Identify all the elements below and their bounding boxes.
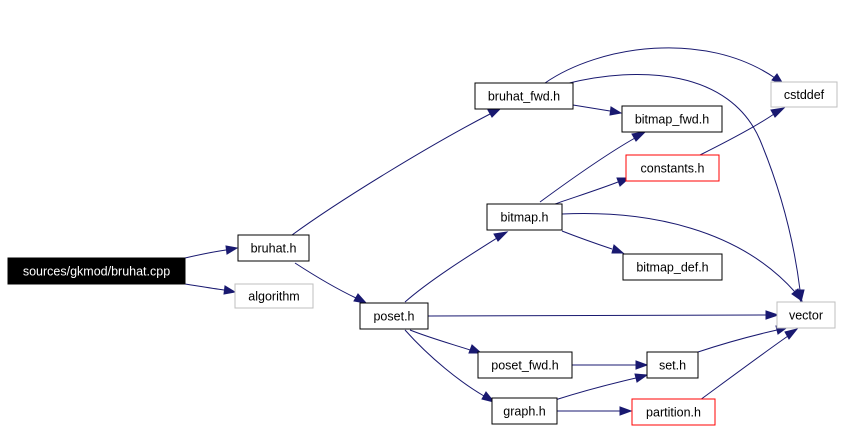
edge-poset-h-to-poset-fwd-h-arrow	[468, 344, 483, 354]
edge-bitmap-h-to-bitmap-fwd-h	[539, 137, 636, 203]
edge-poset-h-to-bitmap-h	[404, 237, 498, 303]
nodes: sources/gkmod/bruhat.cpp bruhat.h algori…	[7, 81, 838, 426]
edge-poset-h-to-graph-h-arrow	[481, 391, 496, 403]
edge-poset-h-to-graph-h	[404, 329, 485, 397]
node-bruhat-fwd-h[interactable]: bruhat_fwd.h	[474, 82, 574, 110]
node-cstddef[interactable]: cstddef	[770, 81, 838, 108]
edge-bruhat-h-to-poset-h	[294, 262, 357, 299]
edge-bruhat-fwd-h-to-cstddef	[544, 47, 776, 84]
node-poset-fwd-h[interactable]: poset_fwd.h	[477, 351, 573, 379]
edge-constants-h-to-cstddef-arrow	[770, 107, 786, 118]
edge-bruhat-h-to-bruhat-fwd-h	[291, 113, 491, 236]
node-label-poset-fwd-h: poset_fwd.h	[491, 359, 558, 373]
node-label-graph-h: graph.h	[503, 405, 545, 419]
node-bitmap-h[interactable]: bitmap.h	[486, 203, 563, 231]
node-bitmap-def-h[interactable]: bitmap_def.h	[622, 253, 723, 281]
edge-root-to-algorithm-arrow	[223, 285, 237, 295]
edges	[184, 47, 805, 416]
edge-bitmap-h-to-constants-h	[554, 181, 619, 205]
node-bruhat-h[interactable]: bruhat.h	[237, 234, 310, 262]
edge-partition-h-to-vector-arrow	[784, 328, 799, 340]
edge-partition-h-to-vector	[699, 335, 789, 401]
edge-graph-h-to-partition-h-arrow	[619, 406, 633, 416]
node-label-bruhat-fwd-h: bruhat_fwd.h	[488, 90, 560, 104]
node-label-vector: vector	[789, 309, 823, 323]
edge-poset-h-to-poset-fwd-h	[409, 329, 471, 351]
edge-bruhat-fwd-h-to-vector	[564, 73, 801, 291]
edge-bruhat-fwd-h-to-bitmap-fwd-h-arrow	[609, 106, 623, 116]
node-poset-h[interactable]: poset.h	[359, 302, 429, 330]
node-label-set-h: set.h	[659, 359, 686, 373]
edge-bruhat-h-to-poset-h-arrow	[353, 293, 368, 304]
edge-bitmap-h-to-vector	[561, 213, 796, 293]
edge-bitmap-h-to-bitmap-def-h	[561, 230, 613, 250]
edge-set-h-to-vector	[697, 329, 778, 353]
node-label-constants-h: constants.h	[641, 162, 705, 176]
node-partition-h[interactable]: partition.h	[631, 398, 716, 426]
node-constants-h[interactable]: constants.h	[625, 154, 720, 182]
edge-bitmap-h-to-vector-arrow	[791, 288, 803, 303]
node-vector[interactable]: vector	[776, 301, 836, 329]
node-label-bitmap-def-h: bitmap_def.h	[636, 261, 708, 275]
edge-root-to-bruhat-h	[184, 249, 227, 259]
edge-graph-h-to-set-h	[554, 377, 637, 401]
node-set-h[interactable]: set.h	[646, 351, 699, 379]
node-algorithm[interactable]: algorithm	[234, 283, 314, 309]
node-label-poset-h: poset.h	[373, 310, 414, 324]
edge-bitmap-h-to-bitmap-def-h-arrow	[611, 244, 625, 254]
edge-root-to-bruhat-h-arrow	[225, 245, 239, 255]
edge-poset-h-to-bitmap-h-arrow	[493, 231, 509, 242]
edge-constants-h-to-cstddef	[699, 113, 775, 156]
edge-poset-fwd-h-to-set-h-arrow	[635, 360, 649, 370]
node-label-cstddef: cstddef	[784, 88, 825, 102]
edge-root-to-algorithm	[184, 283, 225, 291]
edge-bruhat-fwd-h-to-bitmap-fwd-h	[572, 104, 611, 112]
edge-poset-h-to-vector-arrow	[765, 310, 780, 320]
node-label-bitmap-h: bitmap.h	[501, 211, 549, 225]
node-label-partition-h: partition.h	[646, 406, 701, 420]
edge-bitmap-h-to-bitmap-fwd-h-arrow	[631, 131, 647, 142]
edge-graph-h-to-set-h-arrow	[634, 373, 649, 383]
node-bitmap-fwd-h[interactable]: bitmap_fwd.h	[621, 105, 723, 133]
node-graph-h[interactable]: graph.h	[491, 397, 558, 425]
node-label-root: sources/gkmod/bruhat.cpp	[23, 265, 170, 279]
node-label-bitmap-fwd-h: bitmap_fwd.h	[635, 113, 709, 127]
node-label-bruhat-h: bruhat.h	[251, 242, 297, 256]
node-sources-gkmod-bruhat-cpp[interactable]: sources/gkmod/bruhat.cpp	[7, 257, 186, 285]
edge-poset-h-to-vector	[427, 314, 767, 317]
node-label-algorithm: algorithm	[248, 290, 299, 304]
